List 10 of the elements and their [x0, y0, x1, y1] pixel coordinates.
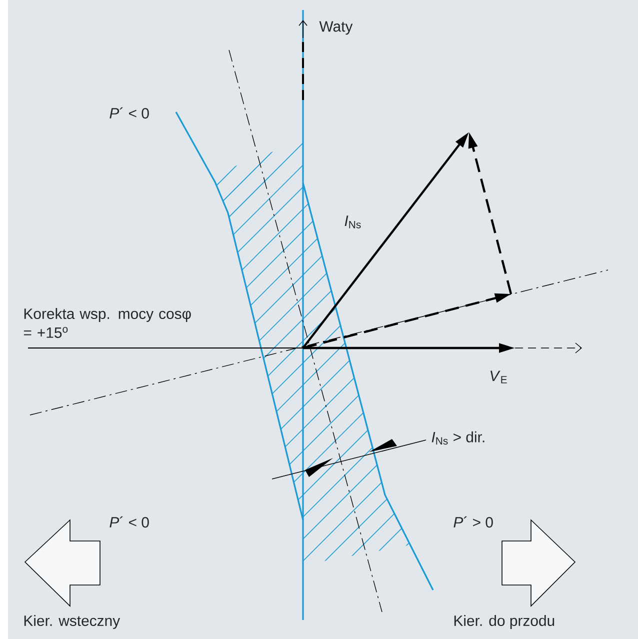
vector-label: I$_{Ns}$ — [344, 216, 361, 228]
region-label: P´ < 0 — [110, 516, 149, 528]
vector-label: V$_{E}$ — [490, 370, 507, 384]
direction-label: Kier. wsteczny — [24, 615, 120, 629]
note-text: Korekta wsp. mocy cosφ = +15$^{o}$ — [24, 308, 191, 338]
direction-label: Kier. do przodu — [454, 615, 554, 629]
threshold-label: I$_{Ns}$ > dir. — [432, 431, 484, 445]
axis-label: Waty — [319, 21, 353, 35]
region-label: P´ > 0 — [454, 516, 493, 528]
region-label: P´ < 0 — [110, 107, 149, 119]
